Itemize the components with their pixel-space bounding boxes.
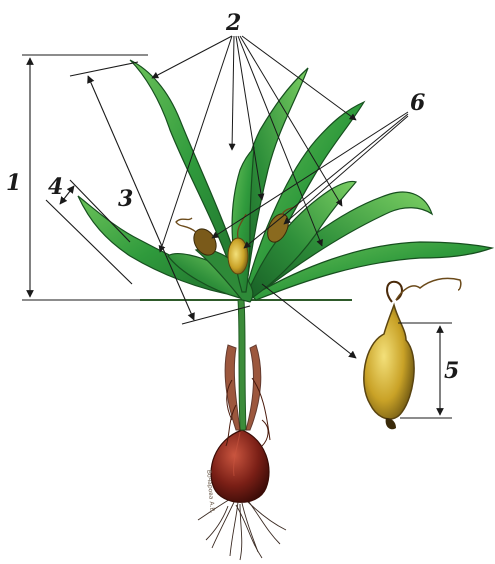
leaves bbox=[78, 60, 492, 302]
label-5: 5 bbox=[444, 358, 459, 384]
stem-sheath bbox=[225, 345, 270, 446]
label-1: 1 bbox=[6, 170, 21, 196]
detail-pointer bbox=[262, 284, 356, 358]
label-3: 3 bbox=[118, 186, 133, 212]
label-6: 6 bbox=[410, 90, 425, 116]
capsule-detail bbox=[364, 278, 461, 429]
stem bbox=[238, 300, 246, 430]
label-4: 4 bbox=[48, 174, 63, 200]
label-2: 2 bbox=[225, 10, 241, 36]
bulb bbox=[211, 430, 269, 502]
